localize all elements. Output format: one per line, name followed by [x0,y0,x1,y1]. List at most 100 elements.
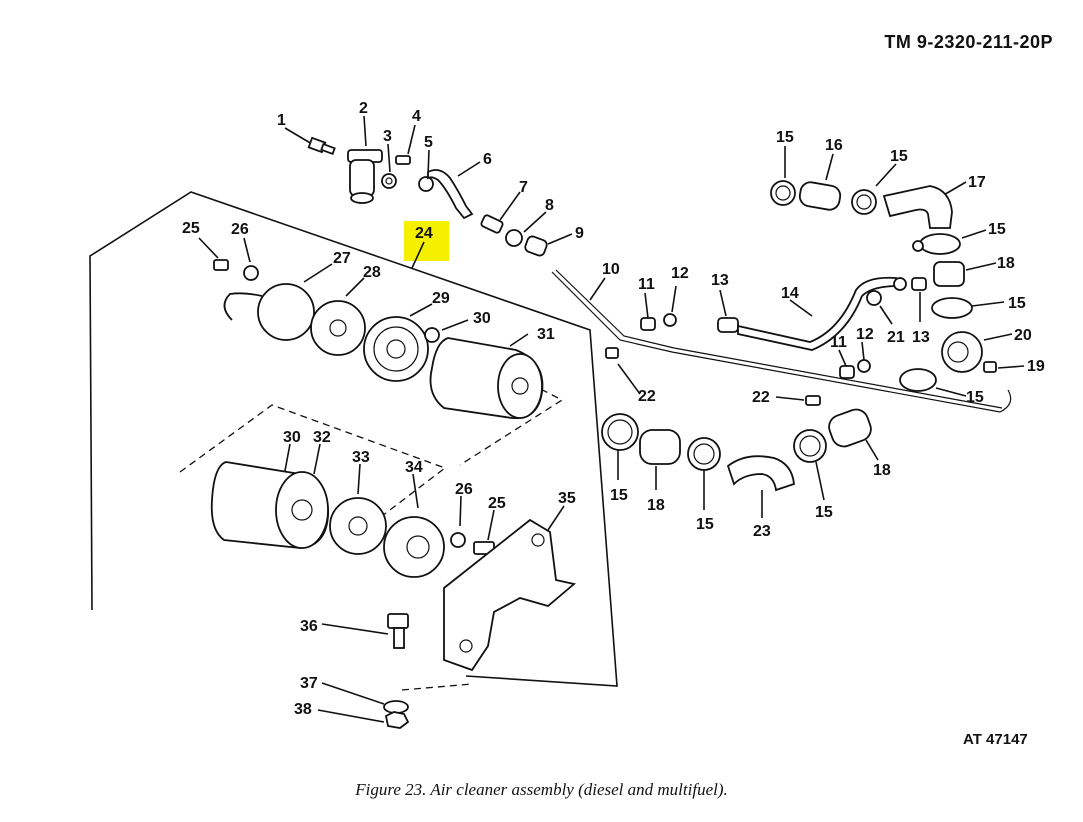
callout-35: 35 [558,490,576,507]
part-38-nut [317,709,410,729]
part-20-elbow [941,331,1013,373]
figure-caption: Figure 23. Air cleaner assembly (diesel … [355,780,728,799]
callout-4: 4 [412,108,421,125]
callout-15-d: 15 [1008,295,1026,312]
callout-13-upper: 13 [711,272,729,289]
part-25-bolt-lower [473,509,495,555]
callout-11-lower: 11 [830,334,847,351]
part-15-clamp-h [793,429,827,501]
part-34-cover [383,473,445,578]
part-15-clamp-b [851,163,897,215]
part-36-bolt [321,613,409,649]
callout-25-lower: 25 [488,495,506,512]
callout-18-c: 18 [873,462,891,479]
callout-13-lower: 13 [912,329,930,346]
callout-22-right: 22 [752,389,770,406]
part-4-screw [395,124,416,165]
part-13-elbow-right [911,277,927,322]
callout-2: 2 [359,100,368,117]
part-6-hose [427,161,481,220]
callout-15-h: 15 [815,504,833,521]
part-12-washer-upper [663,285,677,327]
part-11-nut-upper [640,292,656,331]
callout-15-e: 15 [966,389,984,406]
part-25-bolt-upper [198,237,229,271]
callout-24-highlight [404,221,449,261]
callout-29: 29 [432,290,450,307]
part-15-clamp-f [601,413,639,480]
part-37-washer [321,682,409,714]
callout-19: 19 [1027,358,1045,375]
callout-23: 23 [753,523,771,540]
part-11-nut-lower [838,349,855,379]
part-18-sleeve-right [828,408,879,461]
part-9-clamp [524,233,573,257]
part-15-clamp-g [687,437,721,510]
part-35-bracket [443,505,576,672]
callout-26-upper: 26 [231,221,249,238]
part-1-bolt [284,127,336,156]
callout-15-a: 15 [776,129,794,146]
part-7-fitting [480,191,521,234]
callout-16: 16 [825,137,843,154]
callout-9: 9 [575,225,584,242]
part-23-elbow-hose [726,455,795,518]
part-31-filter-element [429,333,544,419]
callout-15-f: 15 [610,487,628,504]
assembly-outline [89,191,618,687]
part-33-gasket-lower [329,463,387,555]
callout-14: 14 [781,285,799,302]
artwork-id: AT 47147 [963,731,1028,748]
callout-30-upper: 30 [473,310,491,327]
part-28-plate [310,277,366,356]
callout-34: 34 [405,459,423,476]
callout-5: 5 [424,134,433,151]
part-17-elbow [882,181,967,229]
part-2-valve [347,115,383,204]
callout-3: 3 [383,128,392,145]
callout-18-a: 18 [997,255,1015,272]
part-13-elbow-left [717,289,739,333]
part-15-clamp-c [912,229,987,255]
callout-15-b: 15 [890,148,908,165]
part-19-screw [983,361,1025,373]
part-26-washer-upper [243,237,259,281]
callout-38: 38 [294,701,312,718]
callout-17: 17 [968,174,986,191]
callout-36: 36 [300,618,318,635]
part-32-housing [210,443,329,549]
part-15-clamp-d [931,297,1005,319]
part-15-clamp-a [770,146,796,206]
callout-28: 28 [363,264,381,281]
callout-26-lower: 26 [455,481,473,498]
callout-12-upper: 12 [671,265,689,282]
part-22-bolt-right [775,395,821,406]
callout-31: 31 [537,326,555,343]
callout-18-b: 18 [647,497,665,514]
callout-10: 10 [602,261,620,278]
callout-37: 37 [300,675,318,692]
part-18-sleeve-left [639,429,681,490]
callout-25-upper: 25 [182,220,200,237]
part-29-gasket [363,303,433,382]
part-27-gasket-outer [223,263,333,341]
part-22-bolt-left [605,347,641,395]
callout-20: 20 [1014,327,1032,344]
callout-24-leader [411,241,425,269]
callout-33: 33 [352,449,370,466]
part-21-fitting [866,290,893,325]
callout-15-c: 15 [988,221,1006,238]
callout-6: 6 [483,151,492,168]
callout-32: 32 [313,429,331,446]
filter-dash-box-lower [179,404,447,549]
callout-27: 27 [333,250,351,267]
callout-24: 24 [415,225,433,242]
part-15-clamp-e [899,368,967,397]
callout-22-left: 22 [638,388,656,405]
callout-8: 8 [545,197,554,214]
callout-11-upper: 11 [638,276,655,293]
bracket-dash-line [401,683,473,691]
part-14-hose [737,276,907,351]
part-10-tube [551,269,1012,413]
